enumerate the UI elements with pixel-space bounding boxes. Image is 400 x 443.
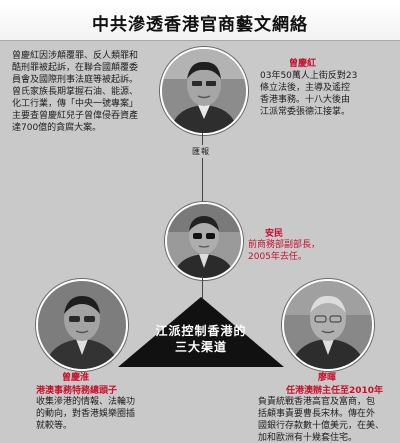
description-line: 條立法後，主導及遙控 — [260, 83, 351, 93]
description-line: 前商務部副部長， — [248, 240, 321, 250]
description-line: 國銀行存款數十億美元，在美、 — [258, 421, 385, 431]
channels-triangle — [118, 297, 284, 367]
zeng-qinghong-description: 03年50萬人上街反對23 條立法後，主導及遙控 香港事務。十八大後由 江派常委… — [260, 70, 392, 118]
charges-line: 酷刑罪被起訴，在聯合國顛覆委 — [12, 63, 139, 73]
page-title: 中共滲透香港官商藝文網絡 — [92, 15, 308, 35]
portrait-an-min-icon — [165, 202, 243, 280]
charges-line: 達700億的貪腐大案。 — [12, 123, 102, 133]
description-line: 江派常委張德江接掌。 — [260, 107, 351, 117]
charges-line: 曾氏家族長期掌握石油、能源、 — [12, 87, 139, 97]
zeng-qinghuai-title: 港澳事務特務總頭子 — [36, 386, 118, 396]
description-line: 2005年去任。 — [248, 252, 307, 262]
an-min-name: 安民 — [265, 229, 284, 239]
description-line: 負責統戰香港高官及富商，包 — [258, 397, 376, 407]
description-line: 香港事務。十八大後由 — [260, 95, 351, 105]
connector-line-middle — [202, 276, 203, 298]
portrait-zeng-qinghong-icon — [160, 47, 248, 135]
zeng-qinghong-name: 曾慶紅 — [289, 59, 317, 69]
an-min-description: 前商務部副部長， 2005年去任。 — [248, 239, 368, 263]
zeng-qinghong-charges-text: 曾慶紅因涉顛覆罪、反人類罪和 酷刑罪被起訴，在聯合國顛覆委 員會及國際刑事法庭等… — [12, 50, 164, 134]
report-label: 匯報 — [192, 147, 210, 156]
description-line: 收集滲港的情報、法輪功 — [36, 397, 136, 407]
description-line: 就較等。 — [36, 421, 73, 431]
liao-hui-description: 負責統戰香港高官及富商，包 括顧事責要曹長宋林。傳在外 國銀行存款數十億美元，在… — [258, 396, 398, 443]
connector-line-lower — [202, 158, 203, 202]
description-line: 的動向，對香港娛樂圈插 — [36, 409, 136, 419]
liao-hui-name: 廖暉 — [318, 373, 337, 383]
zeng-qinghuai-name: 曾慶淮 — [62, 373, 90, 383]
triangle-caption-line1: 江派控制香港的 — [155, 324, 247, 338]
charges-line: 化工行業，傳「中央一號專案」 — [12, 99, 139, 109]
title-band — [0, 0, 400, 40]
connector-line-upper — [202, 133, 203, 145]
description-line: 括顧事責要曹長宋林。傳在外 — [258, 409, 376, 419]
liao-hui-title: 任港澳辦主任至2010年 — [286, 386, 384, 396]
description-line: 加和歐洲有十幾套住宅。 — [258, 433, 358, 443]
description-line: 03年50萬人上街反對23 — [260, 71, 358, 81]
title-divider — [0, 40, 400, 41]
portrait-liao-hui-icon — [282, 279, 374, 371]
charges-line: 員會及國際刑事法庭等被起訴。 — [12, 75, 139, 85]
portrait-zeng-qinghuai-icon — [36, 279, 128, 371]
charges-line: 主要查曾慶紅兒子曾偉侵吞資產 — [12, 111, 139, 121]
triangle-caption-line2: 三大渠道 — [174, 340, 227, 354]
zeng-qinghuai-description: 收集滲港的情報、法輪功 的動向，對香港娛樂圈插 就較等。 — [36, 396, 156, 432]
charges-line: 曾慶紅因涉顛覆罪、反人類罪和 — [12, 51, 139, 61]
